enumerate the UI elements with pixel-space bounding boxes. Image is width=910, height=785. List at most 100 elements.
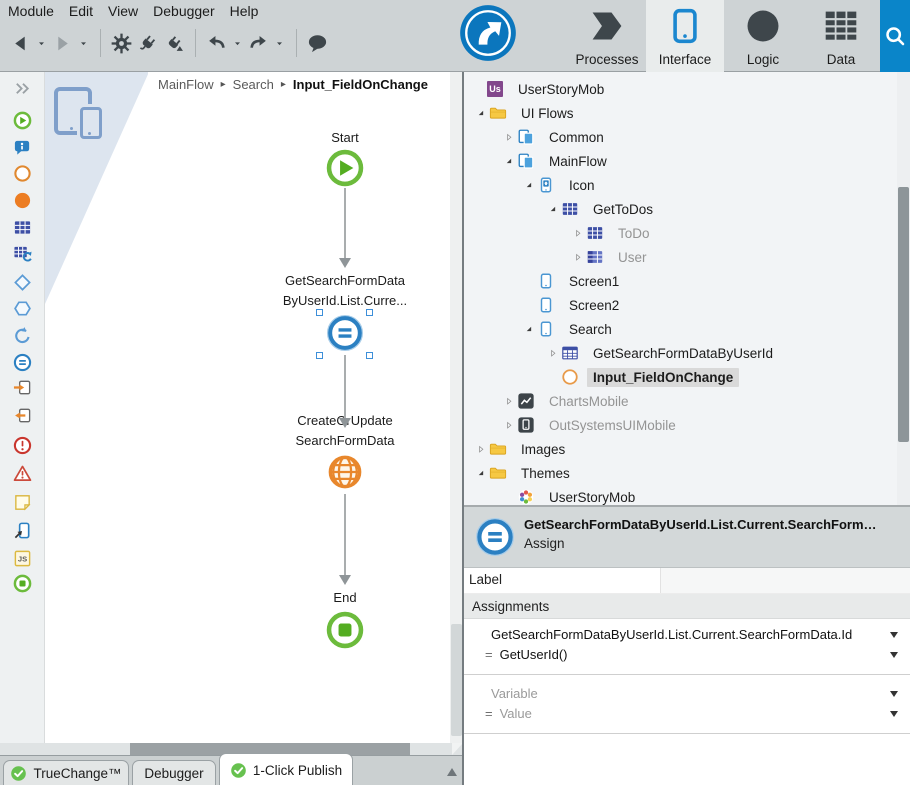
tree-item-getsearchformdatabyuserid[interactable]: GetSearchFormDataByUserId [464, 341, 897, 365]
manage-dependencies-button[interactable] [135, 31, 159, 55]
one-click-publish-logo[interactable] [459, 4, 517, 62]
status-tab-truechange-[interactable]: TrueChange™ [3, 760, 129, 785]
tree-item-input-fieldonchange[interactable]: Input_FieldOnChange [464, 365, 897, 389]
tree-item-screen1[interactable]: Screen1 [464, 269, 897, 293]
flow-node-entity-action[interactable] [326, 453, 364, 491]
menu-module[interactable]: Module [8, 3, 54, 19]
status-tab-1-click-publish[interactable]: 1-Click Publish [219, 753, 353, 785]
tree-expander-icon[interactable] [473, 441, 489, 457]
tree-expander-icon[interactable] [570, 225, 586, 241]
dropdown-caret-icon[interactable] [890, 711, 898, 717]
tree-expander-icon[interactable] [521, 177, 537, 193]
feedback-button[interactable] [305, 31, 329, 55]
tab-processes[interactable]: Processes [568, 0, 646, 72]
expand-toolbox-button[interactable] [11, 77, 33, 99]
scrollbar-thumb[interactable] [130, 743, 410, 755]
selection-handle[interactable] [316, 352, 323, 359]
breadcrumb-item[interactable]: Input_FieldOnChange [292, 76, 428, 92]
toolbox-destination[interactable] [11, 519, 33, 541]
settings-button[interactable] [109, 31, 133, 55]
scrollbar-thumb[interactable] [898, 187, 909, 442]
tree-expander-icon[interactable] [501, 417, 517, 433]
menu-debugger[interactable]: Debugger [153, 3, 215, 19]
expand-status-panel-icon[interactable] [447, 768, 457, 776]
menu-help[interactable]: Help [229, 3, 259, 19]
undo-menu-button[interactable] [230, 31, 244, 55]
flow-canvas[interactable]: MainFlow▸Search▸Input_FieldOnChange Star… [45, 72, 450, 743]
refresh-dependencies-button[interactable] [161, 31, 185, 55]
tree-scrollbar[interactable] [897, 72, 910, 505]
undo-button[interactable] [204, 31, 228, 55]
tree-item-icon[interactable]: Icon [464, 173, 897, 197]
tree-expander-icon[interactable] [501, 393, 517, 409]
breadcrumb-item[interactable]: Search [232, 76, 274, 92]
tree-expander-icon[interactable] [570, 249, 586, 265]
label-property-value[interactable] [660, 568, 910, 593]
tree-item-images[interactable]: Images [464, 437, 897, 461]
back-button[interactable] [8, 31, 32, 55]
flow-node-end[interactable] [326, 611, 364, 649]
tree-expander-icon[interactable] [473, 105, 489, 121]
selection-handle[interactable] [366, 309, 373, 316]
tree-expander-icon[interactable] [501, 153, 517, 169]
toolbox-cycle[interactable] [11, 324, 33, 346]
toolbox-data-query[interactable] [11, 242, 33, 264]
canvas-horizontal-scrollbar[interactable] [0, 743, 463, 755]
assignment-variable[interactable]: Variable [491, 686, 538, 701]
tab-logic[interactable]: Logic [724, 0, 802, 72]
status-tab-debugger[interactable]: Debugger [132, 760, 216, 785]
tree-expander-icon[interactable] [501, 129, 517, 145]
canvas-vertical-scrollbar[interactable] [450, 72, 463, 743]
breadcrumb-item[interactable]: MainFlow [158, 76, 214, 92]
tree-item-ui-flows[interactable]: UI Flows [464, 101, 897, 125]
redo-button[interactable] [246, 31, 270, 55]
toolbox-exception-handler[interactable] [11, 462, 33, 484]
toolbox-comment[interactable] [11, 491, 33, 513]
scrollbar-thumb[interactable] [451, 624, 462, 736]
toolbox-json-serialize[interactable] [11, 376, 33, 398]
assignment-value[interactable]: =Value [485, 706, 532, 721]
forward-button[interactable] [50, 31, 74, 55]
tree-expander-icon[interactable] [521, 321, 537, 337]
toolbox-assign[interactable] [11, 351, 33, 373]
flow-node-start[interactable] [326, 149, 364, 187]
toolbox-message[interactable] [11, 136, 33, 158]
toolbox-json-deserialize[interactable] [11, 404, 33, 426]
menu-view[interactable]: View [108, 3, 139, 19]
tab-interface[interactable]: Interface [646, 0, 724, 72]
tree-expander-icon[interactable] [473, 465, 489, 481]
dropdown-caret-icon[interactable] [890, 632, 898, 638]
tree-item-outsystemsuimobile[interactable]: OutSystemsUIMobile [464, 413, 897, 437]
tree-item-gettodos[interactable]: GetToDos [464, 197, 897, 221]
toolbox-javascript[interactable]: JS [11, 547, 33, 569]
toolbox-switch[interactable] [11, 297, 33, 319]
tree-item-mainflow[interactable]: MainFlow [464, 149, 897, 173]
forward-menu-button[interactable] [76, 31, 90, 55]
tree-expander-icon[interactable] [545, 201, 561, 217]
search-button[interactable] [880, 0, 910, 72]
tree-item-chartsmobile[interactable]: ChartsMobile [464, 389, 897, 413]
selection-handle[interactable] [366, 352, 373, 359]
redo-menu-button[interactable] [272, 31, 286, 55]
toolbox-start[interactable] [11, 109, 33, 131]
toolbox-if[interactable] [11, 271, 33, 293]
selection-handle[interactable] [316, 309, 323, 316]
toolbox-run-server-action[interactable] [11, 189, 33, 211]
tree-item-user[interactable]: User [464, 245, 897, 269]
back-menu-button[interactable] [34, 31, 48, 55]
tree-item-todo[interactable]: ToDo [464, 221, 897, 245]
dropdown-caret-icon[interactable] [890, 691, 898, 697]
tree-item-userstorymob[interactable]: UserStoryMob [464, 485, 897, 505]
dropdown-caret-icon[interactable] [890, 652, 898, 658]
assignment-value[interactable]: =GetUserId() [485, 647, 568, 662]
toolbox-run-client-action[interactable] [11, 162, 33, 184]
toolbox-raise-exception[interactable] [11, 434, 33, 456]
tree-expander-icon[interactable] [545, 345, 561, 361]
menu-edit[interactable]: Edit [68, 3, 94, 19]
flow-node-assign[interactable] [326, 314, 364, 352]
toolbox-aggregate[interactable] [11, 216, 33, 238]
tree-item-common[interactable]: Common [464, 125, 897, 149]
toolbox-end[interactable] [11, 572, 33, 594]
tree-item-screen2[interactable]: Screen2 [464, 293, 897, 317]
